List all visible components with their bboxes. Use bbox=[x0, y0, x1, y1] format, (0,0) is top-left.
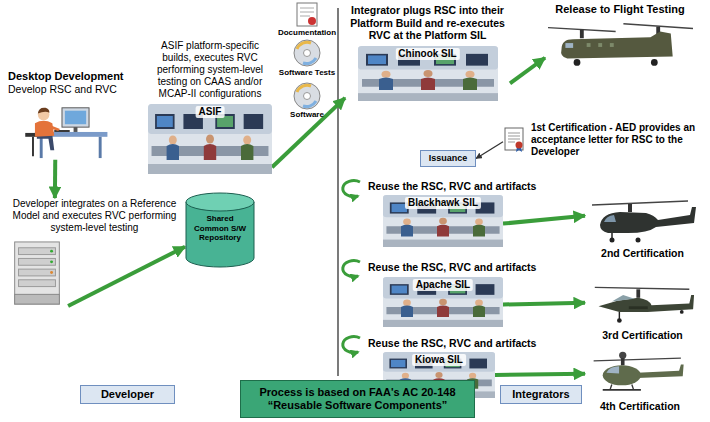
certification-label: 4th Certification bbox=[585, 400, 695, 413]
chinook-helicopter: Release to Flight Testing bbox=[545, 3, 695, 73]
desktop-figure-picture-art bbox=[14, 102, 109, 160]
sil-label: Blackhawk SIL bbox=[405, 197, 481, 209]
certification-text: 1st Certification - AED provides an acce… bbox=[531, 122, 703, 158]
apache-helicopter: 3rd Certification bbox=[585, 277, 700, 342]
flow-arrow bbox=[510, 58, 545, 84]
cd-icon bbox=[294, 83, 320, 109]
sil-label: Kiowa SIL bbox=[412, 354, 466, 366]
document-icon bbox=[297, 3, 317, 26]
step-heading: Desktop Development bbox=[8, 70, 143, 83]
icon-caption: Software Tests bbox=[279, 68, 335, 78]
flow-arrow bbox=[68, 247, 185, 306]
box-label: Integrators bbox=[505, 388, 577, 401]
step-text: Develop RSC and RVC bbox=[8, 83, 143, 96]
step-text: Integrator plugs RSC into their Platform… bbox=[345, 4, 510, 42]
blackhawk-sil-picture: Blackhawk SIL bbox=[383, 195, 503, 247]
desktop-figure: Desktop DevelopmentDevelop RSC and RVC bbox=[8, 70, 143, 160]
reuse-note: Reuse the RSC, RVC and artifacts bbox=[368, 180, 536, 193]
asif-lab-picture: ASIF bbox=[148, 104, 272, 174]
certificate-icon bbox=[503, 127, 527, 153]
box-label: Process is based on FAA's AC 20-148 “Reu… bbox=[245, 386, 470, 412]
facility-label: ASIF bbox=[196, 106, 225, 118]
reference-model-picture bbox=[12, 240, 62, 306]
reuse-note: Reuse the RSC, RVC and artifacts bbox=[368, 337, 536, 350]
repository-cylinder: Shared Common S/W Repository bbox=[185, 192, 255, 268]
blackhawk-helicopter: 2nd Certification bbox=[585, 192, 700, 260]
chinook-helicopter-picture bbox=[548, 18, 693, 73]
role-box: Integrators bbox=[500, 385, 582, 404]
kiowa-helicopter: 4th Certification bbox=[585, 348, 695, 413]
flow-arrow bbox=[272, 98, 345, 167]
chinook-helicopter-picture-art bbox=[548, 18, 693, 73]
flow-arrow bbox=[503, 303, 585, 305]
reuse-note: Reuse the RSC, RVC and artifacts bbox=[368, 261, 536, 274]
apache-helicopter-picture bbox=[588, 277, 698, 329]
certificate: 1st Certification - AED provides an acce… bbox=[503, 122, 703, 158]
box-label: Issuance bbox=[425, 153, 471, 164]
release-label: Release to Flight Testing bbox=[545, 3, 695, 16]
flow-arrow bbox=[495, 374, 585, 375]
reference-model-picture-art bbox=[12, 240, 62, 306]
chinook-sil-picture: Chinook SIL bbox=[358, 46, 498, 101]
chinook-sil: Integrator plugs RSC into their Platform… bbox=[345, 4, 510, 101]
blackhawk-sil: Blackhawk SIL bbox=[383, 195, 503, 247]
box-label: Developer bbox=[85, 388, 170, 401]
repository-label: Shared Common S/W Repository bbox=[189, 214, 251, 243]
certification-label: 2nd Certification bbox=[585, 247, 700, 260]
icon-caption: Documentation bbox=[278, 28, 336, 38]
blackhawk-helicopter-picture bbox=[588, 192, 698, 247]
icon-caption: Software bbox=[290, 110, 324, 120]
step-text: Developer integrates on a Reference Mode… bbox=[12, 198, 177, 234]
divider-line bbox=[338, 8, 339, 376]
kiowa-helicopter-picture-art bbox=[590, 348, 690, 400]
kiowa-helicopter-picture bbox=[590, 348, 690, 400]
apache-sil-picture: Apache SIL bbox=[383, 277, 503, 327]
cd-icon bbox=[294, 40, 320, 66]
sil-label: Apache SIL bbox=[413, 279, 473, 291]
reuse-loop-arrow bbox=[343, 181, 360, 353]
certificate-text-holder: 1st Certification - AED provides an acce… bbox=[531, 122, 703, 158]
step-text: ASIF platform-specific builds, executes … bbox=[148, 40, 272, 100]
flow-arrow bbox=[503, 216, 585, 224]
issuance-box: Issuance bbox=[420, 150, 476, 167]
desktop-figure-picture bbox=[14, 102, 109, 160]
flow-arrow bbox=[476, 142, 503, 159]
reference-model: Developer integrates on a Reference Mode… bbox=[12, 198, 177, 306]
blackhawk-helicopter-picture-art bbox=[588, 192, 698, 247]
role-box: Developer bbox=[80, 385, 175, 404]
certification-label: 3rd Certification bbox=[585, 329, 700, 342]
apache-sil: Apache SIL bbox=[383, 277, 503, 327]
sil-label: Chinook SIL bbox=[395, 48, 459, 60]
process-box: Process is based on FAA's AC 20-148 “Reu… bbox=[240, 380, 475, 418]
certificate-icon-art bbox=[503, 127, 527, 153]
flow-arrow bbox=[53, 160, 57, 198]
apache-helicopter-picture-art bbox=[588, 277, 698, 329]
asif-lab: ASIF platform-specific builds, executes … bbox=[148, 40, 272, 174]
